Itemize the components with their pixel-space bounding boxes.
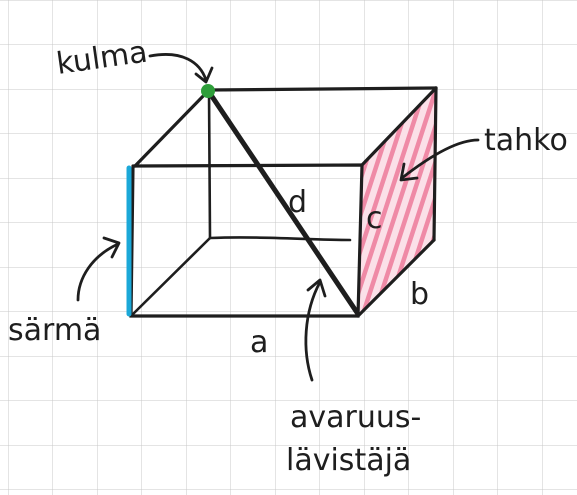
- diagonal-label-line1: avaruus-: [290, 400, 421, 435]
- face-arrow: [400, 138, 480, 180]
- vertex-arrow: [148, 53, 208, 82]
- space-diagonal-line: [206, 89, 361, 317]
- edge-arrow: [76, 242, 120, 302]
- hidden-edge-vertical: [207, 88, 212, 240]
- vertex-dot: [201, 84, 215, 98]
- length-a-label: a: [250, 325, 268, 360]
- hatched-face: [358, 88, 436, 316]
- top-right-edge: [360, 86, 438, 167]
- diagonal-arrow: [304, 280, 322, 382]
- back-right-edge: [432, 86, 438, 242]
- bottom-right-edge: [356, 238, 436, 318]
- diagonal-arrowhead: [306, 278, 327, 298]
- hidden-edge-depth: [129, 236, 212, 318]
- diagonal-label-line2: lävistäjä: [286, 443, 411, 478]
- edge-label: särmä: [8, 313, 101, 348]
- top-left-edge: [133, 88, 211, 168]
- edge-arrowhead: [102, 236, 121, 259]
- diagonal-d-label: d: [288, 185, 307, 220]
- top-back-edge: [207, 86, 438, 92]
- face-arrowhead: [399, 162, 419, 182]
- hidden-edge-horizontal: [208, 236, 352, 242]
- vertex-arrowhead: [194, 66, 214, 84]
- height-c-label: c: [366, 201, 383, 236]
- width-b-label: b: [410, 277, 429, 312]
- face-label: tahko: [484, 123, 568, 158]
